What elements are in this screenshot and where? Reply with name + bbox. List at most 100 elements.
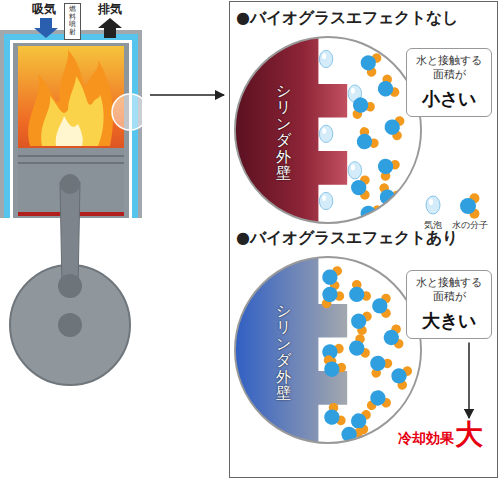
- intake-arrow: [34, 18, 58, 38]
- air-bubble: [319, 125, 332, 142]
- bubble-shine: [322, 195, 326, 201]
- oxygen-atom: [389, 366, 409, 386]
- effect-label: 大: [455, 421, 483, 449]
- water-molecule: [346, 92, 376, 120]
- piston-ring: [18, 162, 124, 164]
- cylinder-wall-band: シリンダ外壁: [263, 79, 303, 185]
- water-molecule: [372, 152, 402, 183]
- air-bubble: [319, 192, 332, 209]
- water-molecule: [317, 354, 347, 382]
- water-ground: [234, 36, 422, 224]
- water-molecule: [351, 125, 381, 156]
- water-molecule: [356, 199, 384, 224]
- water-molecule: [347, 307, 373, 336]
- water-molecule: [382, 324, 405, 351]
- oxygen-atom: [321, 359, 342, 380]
- zoom-arrow: [150, 94, 224, 96]
- water-molecule: [365, 388, 392, 411]
- water-molecule: [343, 278, 373, 309]
- panel-heading: ●バイオグラスエフェクトなし: [236, 8, 458, 29]
- wall-label: シリンダ外壁: [276, 303, 291, 402]
- flame: [28, 50, 113, 146]
- zoom-circle: ●バイオグラスエフェクトありシリンダ外壁: [234, 256, 422, 444]
- oxygen-atom: [358, 53, 378, 73]
- crank-shaft: [58, 313, 82, 337]
- water-molecule: [316, 282, 346, 310]
- wall-label: シリンダ外壁: [276, 83, 291, 182]
- oxygen-atom: [354, 131, 376, 153]
- flame-core: [41, 76, 103, 146]
- legend-samples: [426, 193, 479, 218]
- piston-ring: [18, 155, 124, 157]
- connecting-rod: [60, 182, 80, 288]
- zoom-circle: ●バイオグラスエフェクトなしシリンダ外壁: [234, 36, 422, 224]
- oxygen-atom: [367, 353, 389, 375]
- oxygen-atom: [383, 118, 401, 136]
- water-molecule: [373, 73, 401, 103]
- zoom-outline: [235, 257, 421, 443]
- hydrogen-atom: [363, 216, 376, 224]
- exhaust-arrow: [98, 18, 122, 38]
- air-bubble: [348, 162, 361, 179]
- injector-label: 燃料噴射: [69, 6, 76, 37]
- water-molecule: [460, 193, 479, 218]
- oxygen-atom: [377, 187, 398, 208]
- oxygen-atom: [321, 268, 339, 286]
- water-molecule: [364, 350, 395, 380]
- oxygen-atom: [346, 284, 368, 306]
- oxygen-atom: [349, 311, 369, 331]
- cylinder-wall: [13, 43, 129, 218]
- callout-text: 小さい: [411, 87, 487, 111]
- zoom-view: [234, 36, 422, 224]
- water-molecule: [383, 114, 406, 141]
- zoom-circle-art: [234, 36, 422, 224]
- bubble-body: [319, 192, 332, 209]
- air-bubble: [319, 50, 332, 67]
- zoom-outline: [235, 37, 421, 223]
- intake-label: 吸気: [32, 3, 56, 17]
- flame-centre: [56, 116, 83, 146]
- water-molecule: [345, 333, 371, 362]
- combustion-chamber: [18, 46, 124, 216]
- bubble-shine: [322, 128, 326, 134]
- crank-pin: [58, 274, 82, 298]
- oxygen-atom: [347, 338, 367, 358]
- zoom-view: [234, 256, 422, 444]
- crank-disc: [10, 265, 130, 385]
- callout-text: 水と接触する面積が: [411, 276, 487, 305]
- callout-box: 水と接触する面積が小さい: [406, 48, 492, 117]
- oxygen-atom: [319, 284, 340, 305]
- exhaust-label: 排気: [98, 3, 122, 17]
- cylinder-wall-band: シリンダ外壁: [263, 299, 303, 405]
- oxygen-atom: [351, 180, 366, 195]
- legend-label: 水の分子: [452, 220, 488, 230]
- injector-box: 燃料噴射: [64, 3, 81, 40]
- jacket-gap: [10, 40, 132, 218]
- water-molecule: [351, 175, 370, 199]
- bubble-body: [348, 162, 361, 179]
- finned-wall: [234, 36, 347, 224]
- bubble-body: [319, 50, 332, 67]
- effect-arrow: [468, 343, 470, 419]
- bubble-body: [319, 125, 332, 142]
- water-molecule: [319, 401, 347, 431]
- panel-heading: ●バイオグラスエフェクトあり: [236, 228, 458, 249]
- legend-label: 気泡: [424, 220, 442, 230]
- bubble-shine: [322, 53, 326, 59]
- bubble-body: [426, 196, 440, 214]
- effect-label: 冷却効果: [398, 430, 454, 446]
- zoom-circle-art: [234, 256, 422, 444]
- callout-box: 水と接触する面積が大きい: [406, 270, 492, 339]
- callout-text: 水と接触する面積が: [411, 54, 487, 83]
- water-molecule: [372, 294, 391, 318]
- callout-text: 大きい: [411, 309, 487, 333]
- oxygen-atom: [321, 407, 342, 428]
- bubble-shine: [429, 199, 433, 205]
- oxygen-atom: [375, 78, 396, 99]
- oxygen-atom: [460, 198, 476, 214]
- oxygen-atom: [382, 329, 400, 347]
- air-bubble: [426, 196, 440, 214]
- piston-pin: [60, 174, 80, 194]
- oxygen-atom: [375, 156, 397, 178]
